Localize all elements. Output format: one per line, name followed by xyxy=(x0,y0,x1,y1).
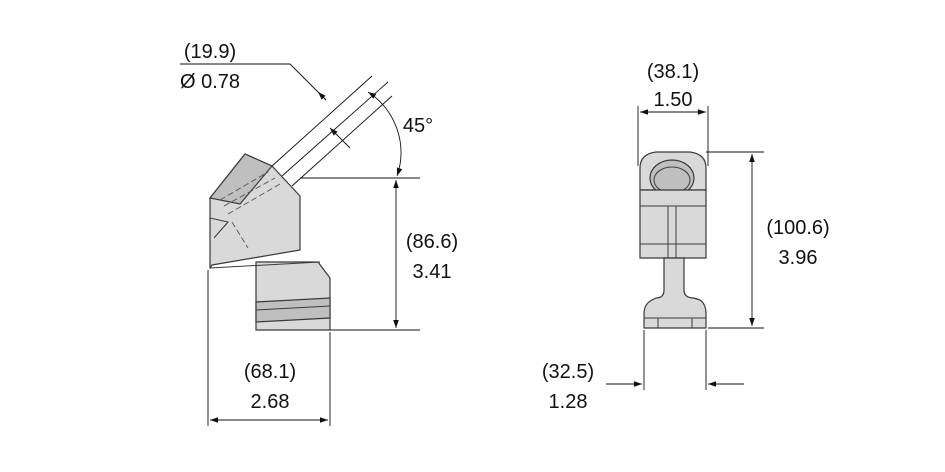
side-width-mm: (68.1) xyxy=(244,361,296,383)
front-bottom-width-mm: (32.5) xyxy=(542,361,594,383)
front-view: (38.1) 1.50 (100.6) 3.96 (32.5) 1.28 xyxy=(542,61,830,413)
front-top-width-in: 1.50 xyxy=(654,89,693,111)
hole-dia-mm: (19.9) xyxy=(184,41,236,63)
front-top-width-mm: (38.1) xyxy=(647,61,699,83)
front-view-body xyxy=(639,189,707,259)
side-view-bore-hidden xyxy=(219,171,281,249)
angle-arc xyxy=(367,91,403,177)
front-height-in: 3.96 xyxy=(779,247,818,269)
side-width-in: 2.68 xyxy=(251,391,290,413)
front-view-stem xyxy=(643,257,707,329)
hole-dia-in: Ø 0.78 xyxy=(180,71,240,93)
front-bottom-width-in: 1.28 xyxy=(549,391,588,413)
side-view-notch xyxy=(209,217,229,239)
side-height-in: 3.41 xyxy=(413,261,452,283)
side-view: (19.9) Ø 0.78 45° (86.6) 3.41 (68.1) 2.6… xyxy=(180,41,458,426)
side-height-mm: (86.6) xyxy=(406,231,458,253)
front-height-mm: (100.6) xyxy=(766,217,829,239)
diameter-leader xyxy=(180,63,327,101)
side-view-lower-stripe xyxy=(255,297,331,323)
angle-label: 45° xyxy=(403,115,433,137)
